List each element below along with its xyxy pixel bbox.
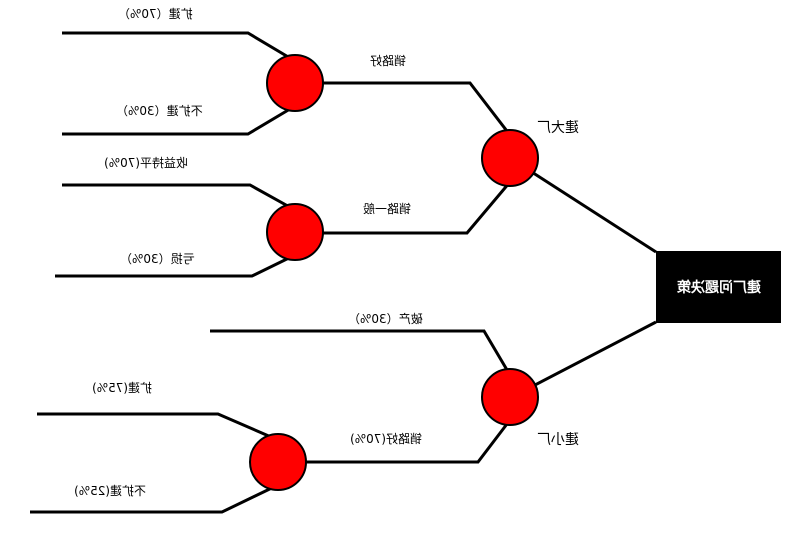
leaf-label-expand-75: 扩建(75%) bbox=[92, 381, 153, 395]
branch-label-big-plant: 建大厂 bbox=[537, 120, 579, 136]
outcome-label-small-good: 销路好(70%) bbox=[350, 432, 423, 446]
root-decision-node: 建厂问题决策 bbox=[656, 251, 781, 323]
root-label: 建厂问题决策 bbox=[676, 280, 761, 296]
leaf-label-no-expand-30: 不扩建（30%） bbox=[116, 104, 203, 118]
leaf-label-loss-30: 亏损（30%） bbox=[120, 252, 195, 266]
connector-small-bankrupt bbox=[210, 329, 512, 376]
branch-label-small-plant: 建小厂 bbox=[537, 432, 579, 448]
leaf-label-expand-70: 扩建（70%） bbox=[118, 7, 193, 21]
connector-small-good bbox=[278, 419, 512, 464]
connector-expand-70 bbox=[62, 31, 296, 63]
connector-big-good bbox=[295, 81, 512, 136]
connector-break-even bbox=[62, 183, 296, 212]
chance-node-small-expansion bbox=[249, 433, 307, 491]
connector-big-normal bbox=[295, 181, 512, 235]
leaf-label-no-expand-25: 不扩建(25%) bbox=[74, 484, 147, 498]
connector-no-expand-25 bbox=[30, 483, 279, 514]
connector-expand-75 bbox=[37, 412, 279, 442]
connector-loss bbox=[55, 253, 296, 278]
outcome-label-big-good: 销路好 bbox=[370, 54, 407, 68]
connector-no-expand-30 bbox=[62, 104, 296, 136]
chance-node-normal-sales bbox=[266, 203, 324, 261]
chance-node-expansion bbox=[266, 54, 324, 112]
outcome-label-big-normal: 销路一般 bbox=[363, 202, 412, 216]
chance-node-small-plant bbox=[481, 368, 539, 426]
leaf-label-break-even-70: 收益持平(70%) bbox=[104, 156, 189, 170]
outcome-label-small-bankrupt: 破产（30%） bbox=[348, 312, 423, 326]
chance-node-big-plant bbox=[481, 129, 539, 187]
